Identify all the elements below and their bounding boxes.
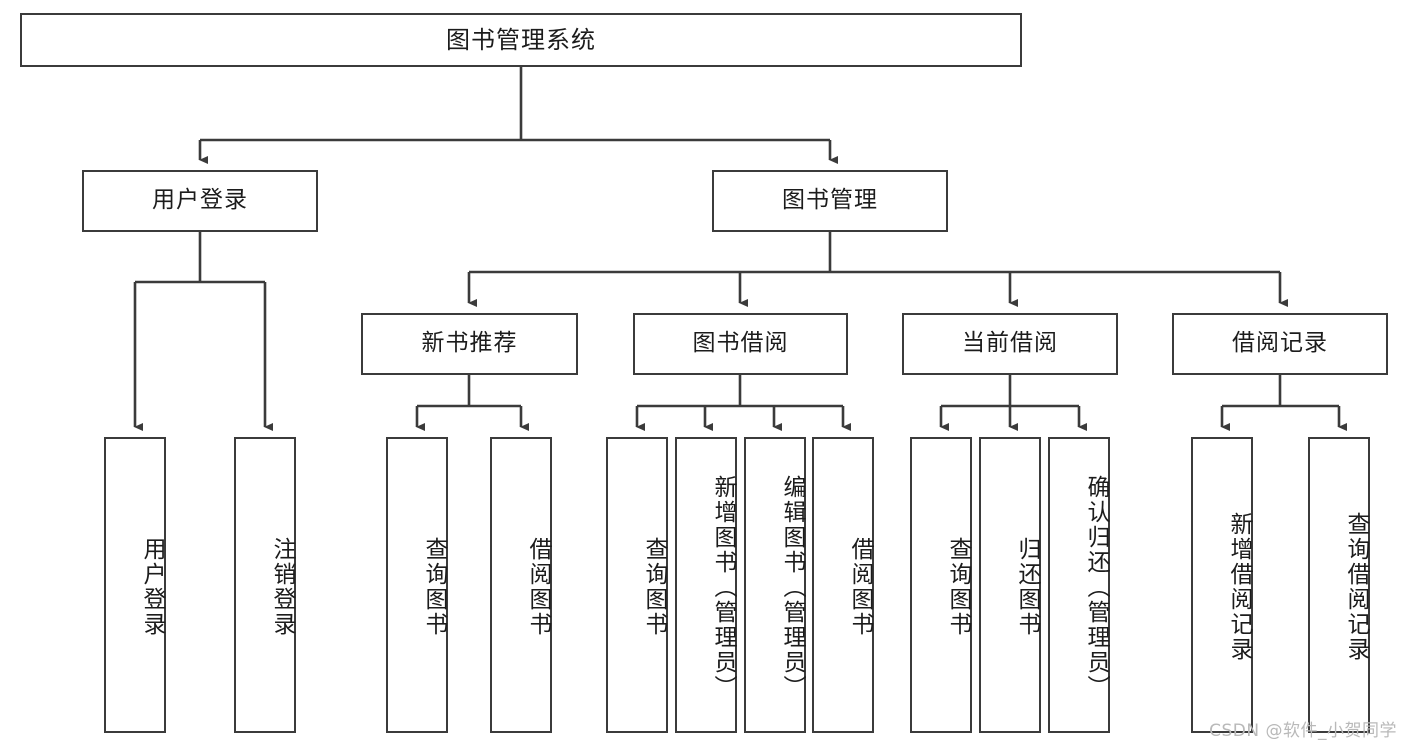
node-borrow-record[interactable]: 借阅记录	[1172, 313, 1388, 375]
node-leaf-query-book-2[interactable]: 查询图书	[606, 437, 668, 733]
node-leaf-user-login[interactable]: 用户登录	[104, 437, 166, 733]
node-leaf-add-book-label: 新增图书（管理员）	[710, 474, 736, 700]
node-leaf-user-login-label: 用户登录	[139, 537, 165, 637]
node-leaf-query-book-3-label: 查询图书	[945, 537, 971, 637]
node-user-login-label: 用户登录	[152, 187, 248, 214]
node-new-book-recommend-label: 新书推荐	[421, 330, 518, 357]
node-leaf-edit-book-label: 编辑图书（管理员）	[779, 474, 805, 700]
node-borrow-record-label: 借阅记录	[1232, 330, 1328, 357]
node-root-system[interactable]: 图书管理系统	[20, 13, 1022, 67]
node-root-system-label: 图书管理系统	[446, 25, 596, 54]
node-leaf-user-logout[interactable]: 注销登录	[234, 437, 296, 733]
node-user-login[interactable]: 用户登录	[82, 170, 318, 232]
node-leaf-query-book-3[interactable]: 查询图书	[910, 437, 972, 733]
node-leaf-return-book-label: 归还图书	[1014, 537, 1040, 637]
csdn-watermark: CSDN @软件_小贺同学	[1209, 721, 1397, 741]
node-leaf-return-book[interactable]: 归还图书	[979, 437, 1041, 733]
node-leaf-confirm-return-label: 确认归还（管理员）	[1083, 474, 1109, 700]
node-leaf-query-book-1-label: 查询图书	[421, 537, 447, 637]
node-leaf-user-logout-label: 注销登录	[269, 537, 295, 637]
node-leaf-query-record-label: 查询借阅记录	[1343, 512, 1369, 662]
node-leaf-query-book-1[interactable]: 查询图书	[386, 437, 448, 733]
node-leaf-borrow-book-1[interactable]: 借阅图书	[490, 437, 552, 733]
node-leaf-edit-book[interactable]: 编辑图书（管理员）	[744, 437, 806, 733]
node-book-borrow-label: 图书借阅	[692, 330, 789, 357]
node-leaf-query-record[interactable]: 查询借阅记录	[1308, 437, 1370, 733]
node-current-borrow[interactable]: 当前借阅	[902, 313, 1118, 375]
node-book-management[interactable]: 图书管理	[712, 170, 948, 232]
node-leaf-add-record-label: 新增借阅记录	[1226, 512, 1252, 662]
node-book-management-label: 图书管理	[782, 187, 878, 214]
node-leaf-borrow-book-2-label: 借阅图书	[847, 537, 873, 637]
node-new-book-recommend[interactable]: 新书推荐	[361, 313, 578, 375]
node-leaf-borrow-book-1-label: 借阅图书	[525, 537, 551, 637]
node-book-borrow[interactable]: 图书借阅	[633, 313, 848, 375]
node-leaf-add-book[interactable]: 新增图书（管理员）	[675, 437, 737, 733]
node-leaf-query-book-2-label: 查询图书	[641, 537, 667, 637]
node-leaf-borrow-book-2[interactable]: 借阅图书	[812, 437, 874, 733]
node-leaf-add-record[interactable]: 新增借阅记录	[1191, 437, 1253, 733]
node-leaf-confirm-return[interactable]: 确认归还（管理员）	[1048, 437, 1110, 733]
node-current-borrow-label: 当前借阅	[962, 330, 1058, 357]
